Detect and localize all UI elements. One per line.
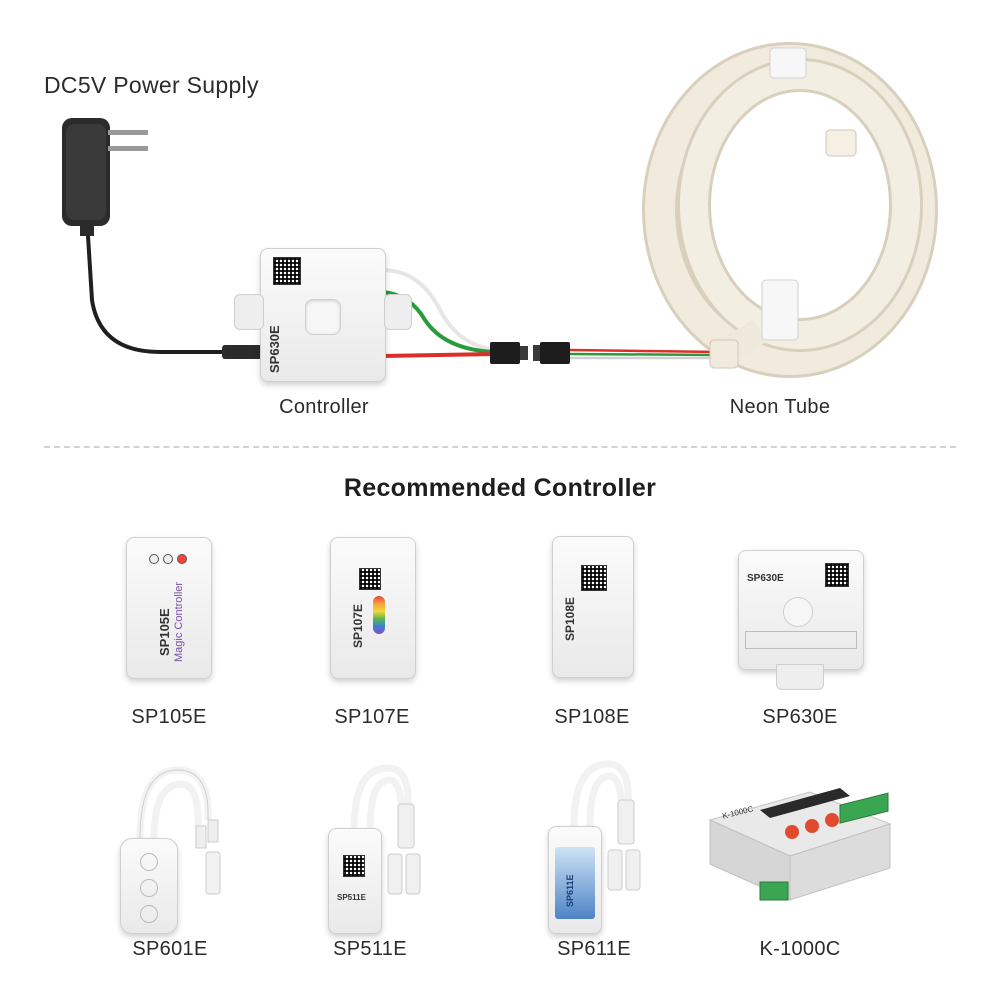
sp601e-label: SP601E xyxy=(132,938,208,960)
sp630e-label: SP630E xyxy=(762,706,838,728)
device-subtitle-text: Magic Controller xyxy=(173,581,185,662)
power-supply-label: DC5V Power Supply xyxy=(44,72,259,98)
dc-cable xyxy=(86,235,240,354)
button-icon xyxy=(140,853,158,871)
qr-code xyxy=(825,563,849,587)
sp105e-device: SP105E Magic Controller xyxy=(126,537,212,679)
device-model-text: SP630E xyxy=(747,573,784,584)
qr-code xyxy=(359,568,381,590)
sp105e-label: SP105E xyxy=(131,706,207,728)
sp108e-device: SP108E xyxy=(552,536,634,678)
mount-ear-left xyxy=(234,294,264,330)
sp601e-cables xyxy=(136,766,221,895)
sp108e-label: SP108E xyxy=(554,706,630,728)
section-title: Recommended Controller xyxy=(343,474,657,502)
k1000c-device xyxy=(708,788,892,901)
rainbow-logo-icon xyxy=(373,596,385,634)
qr-code xyxy=(581,565,607,591)
device-model-text: SP108E xyxy=(563,596,577,641)
sp630e-controller-device: SP630E xyxy=(260,248,386,382)
neon-tube-coil xyxy=(642,42,938,378)
power-adapter-icon xyxy=(62,118,148,236)
sp511e-label: SP511E xyxy=(333,938,407,960)
sp611e-cables xyxy=(570,760,641,891)
k1000c-label: K-1000C xyxy=(759,938,841,960)
neon-tube-label: Neon Tube xyxy=(729,396,831,418)
sp107e-label: SP107E xyxy=(334,706,410,728)
sp511e-cables xyxy=(350,764,421,895)
power-button-icon xyxy=(140,879,158,897)
jst-connector-male xyxy=(490,342,528,364)
label-sticker xyxy=(555,847,595,919)
wiring-diagram xyxy=(62,42,938,378)
device-model-text: SP511E xyxy=(337,893,366,902)
mount-ear-right xyxy=(384,294,412,330)
controller-label: Controller xyxy=(279,396,369,418)
mode-button-icon xyxy=(140,905,158,923)
power-touch-button xyxy=(305,299,341,335)
dashed-divider xyxy=(44,446,956,448)
red-wire xyxy=(381,352,496,358)
device-model-text: SP105E xyxy=(157,608,172,656)
power-touch-button xyxy=(783,597,813,627)
qr-code xyxy=(273,257,301,285)
sp611e-device: SP611E xyxy=(548,826,602,934)
jst-connector-female xyxy=(533,342,570,364)
sp107e-device: SP107E xyxy=(330,537,416,679)
sp511e-device: SP511E xyxy=(328,828,382,934)
sp601e-device xyxy=(120,838,178,934)
device-model-text: SP611E xyxy=(565,874,575,907)
device-model-text: SP630E xyxy=(267,325,282,373)
white-wire xyxy=(381,268,496,352)
sp630e-small-device: SP630E xyxy=(738,550,864,670)
sp611e-label: SP611E xyxy=(557,938,631,960)
device-model-text: SP107E xyxy=(351,603,365,648)
qr-code xyxy=(343,855,365,877)
